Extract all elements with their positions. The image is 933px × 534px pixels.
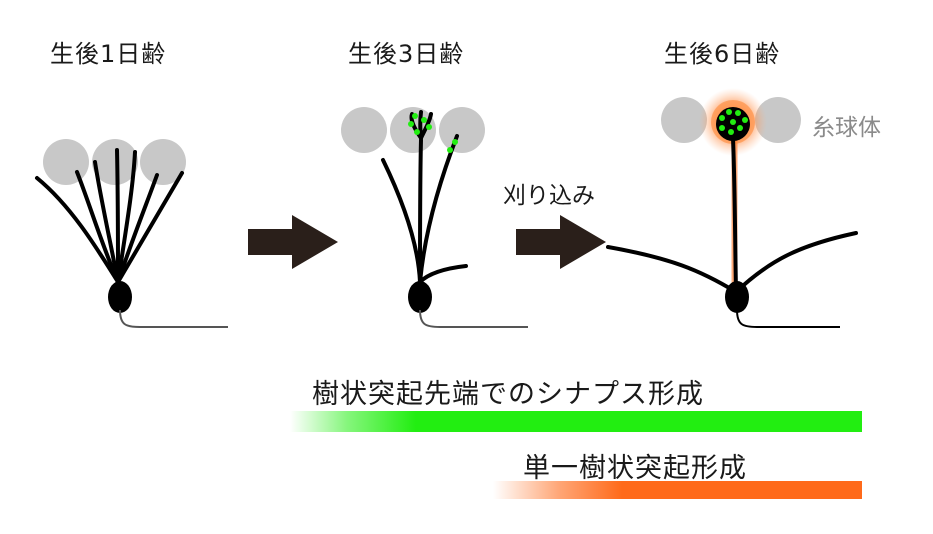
axon <box>736 309 840 328</box>
stage-2-neuron <box>341 107 528 328</box>
glomerulus-circle <box>92 139 138 185</box>
synapse-dot <box>447 147 453 153</box>
dendrite <box>75 170 120 284</box>
dendrite <box>116 171 184 284</box>
synapse-dot <box>726 109 732 115</box>
dendrite <box>734 231 858 294</box>
stage-3-label: 生後6日齢 <box>664 40 781 68</box>
synapse-formation-label: 樹状突起先端でのシナプス形成 <box>312 379 704 410</box>
glomerulus-circle <box>755 97 801 143</box>
axon <box>119 309 228 328</box>
synapse-dot <box>426 124 432 130</box>
synapse-dot <box>414 129 420 135</box>
dendrite <box>418 134 459 284</box>
dendrite <box>116 150 137 284</box>
glomerulus-circle <box>140 139 186 185</box>
synapse-dot <box>719 115 725 121</box>
synapse-formation-bar <box>290 411 862 432</box>
glomerulus-circle <box>43 139 89 185</box>
dendrite <box>731 136 738 294</box>
dendrite <box>115 148 120 284</box>
axon <box>419 309 528 328</box>
single-dendrite-bar <box>493 481 862 499</box>
glomerulus-circle <box>341 107 387 153</box>
cell-body <box>108 281 132 313</box>
synapse-dot <box>719 125 725 131</box>
stage-2-label: 生後3日齢 <box>348 40 465 68</box>
single-dendrite-label: 単一樹状突起形成 <box>523 453 747 484</box>
dendrite <box>418 138 423 284</box>
dendrite <box>93 160 120 284</box>
dendrite <box>418 264 468 284</box>
cell-body <box>408 281 432 313</box>
dendrite <box>116 173 159 284</box>
stage-1-neuron <box>35 139 228 328</box>
arrow-right <box>248 215 338 269</box>
synapse-dot <box>730 119 736 125</box>
synapse-dot <box>737 125 743 131</box>
dendrite <box>381 158 422 284</box>
synapse-dot <box>408 121 414 127</box>
dendrite <box>606 245 738 294</box>
synapse-dot <box>735 110 741 116</box>
synapse-dot <box>728 129 734 135</box>
cell-body <box>725 281 749 313</box>
glomerulus-label: 糸球体 <box>812 115 881 141</box>
glomerulus-circle <box>661 97 707 143</box>
synapse-dot <box>742 117 748 123</box>
glomerulus-circle <box>439 107 485 153</box>
synapse-dot <box>412 113 418 119</box>
stage-3-neuron <box>606 88 858 328</box>
dendrite <box>35 176 120 284</box>
arrow-right <box>516 215 606 269</box>
synapse-dot <box>452 139 458 145</box>
synapse-dot <box>421 117 427 123</box>
pruning-label: 刈り込み <box>503 183 595 209</box>
stage-1-label: 生後1日齢 <box>50 40 167 68</box>
